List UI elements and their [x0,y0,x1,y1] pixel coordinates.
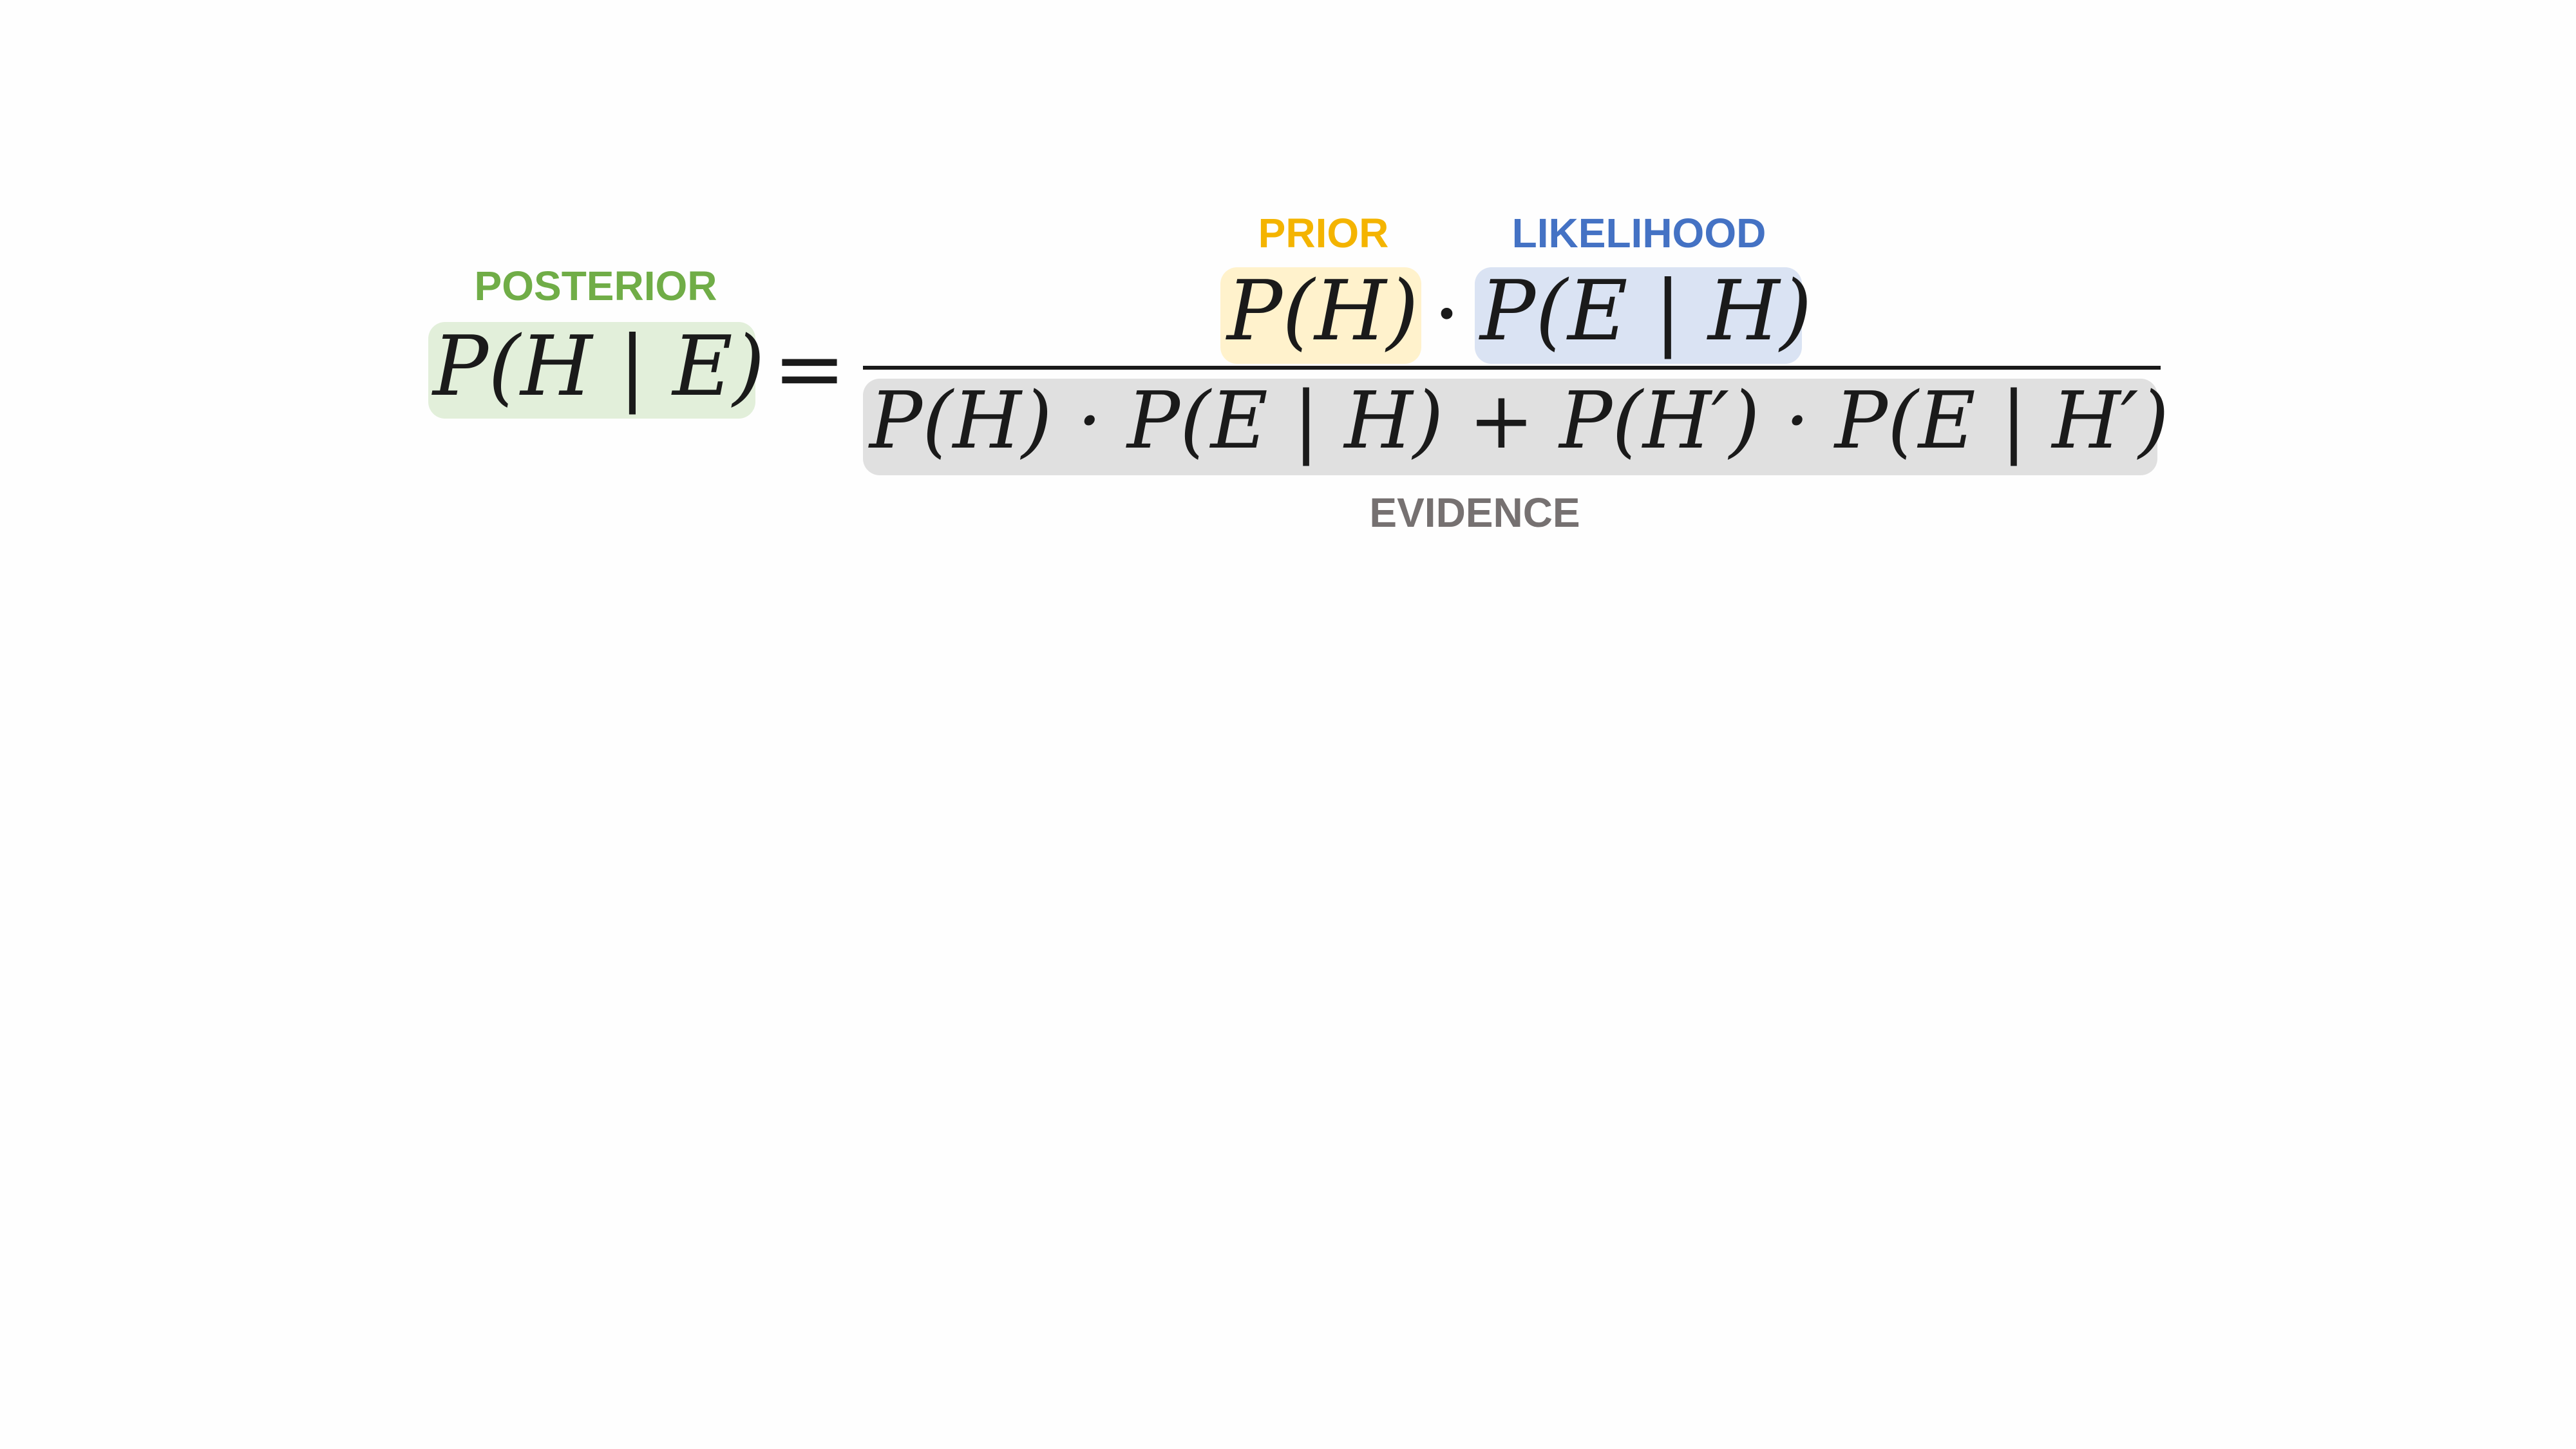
equals-sign: = [773,318,846,420]
posterior-label: POSTERIOR [474,263,717,309]
numerator-dot: · [1433,263,1461,365]
posterior-highlight [428,322,755,419]
evidence-term: P(H) · P(E | H) + P(H′) · P(E | H′) [869,375,2170,466]
evidence-highlight [863,379,2157,475]
likelihood-term: P(E | H) [1480,263,1812,359]
likelihood-label: LIKELIHOOD [1511,210,1766,256]
prior-highlight [1220,267,1421,364]
evidence-label: EVIDENCE [1369,489,1580,536]
likelihood-highlight [1475,267,1802,364]
prior-label: PRIOR [1258,210,1389,256]
fraction-line [863,366,2161,370]
posterior-term: P(H | E) [433,319,765,415]
prior-term: P(H) [1227,263,1419,359]
